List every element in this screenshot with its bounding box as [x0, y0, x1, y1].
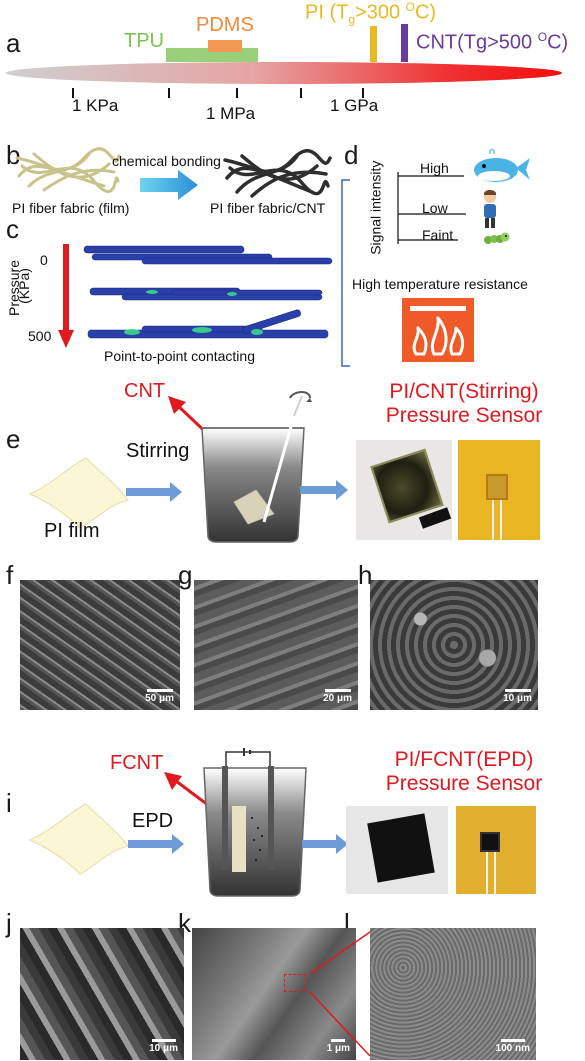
- pi-range-bar: [370, 26, 377, 62]
- sensor-wire: [492, 500, 494, 540]
- panel-d-bracket: [341, 179, 350, 367]
- zoom-connector-lines: [309, 931, 371, 1057]
- sem-image-h: 10 μm: [370, 580, 538, 710]
- pi-label: PI (Tg>300 OC): [305, 0, 437, 27]
- pi-fabric-cnt-label: PI fiber fabric/CNT: [210, 200, 326, 216]
- panel-label-h: h: [358, 560, 373, 590]
- panel-label-g: g: [178, 560, 193, 590]
- signal-level-high: High: [420, 160, 449, 176]
- pi-film-sheet-i: [28, 803, 129, 875]
- scale-bar-f: 50 μm: [145, 689, 174, 704]
- cnt-range-bar: [401, 24, 408, 62]
- pressure-value-top: 0: [40, 252, 48, 268]
- scale-tick: [236, 88, 238, 98]
- epd-sensor-title: PI/FCNT(EPD) Pressure Sensor: [385, 748, 543, 796]
- sem-image-f: 50 μm: [20, 580, 180, 710]
- pi-fiber-bundle-illustration: [15, 147, 121, 193]
- pressure-axis-title: Pressure (KPa): [6, 259, 32, 317]
- modulus-scale-bar: [6, 62, 562, 84]
- stirring-sensor-title: PI/CNT(Stirring) Pressure Sensor: [385, 380, 543, 428]
- panel-label-c: c: [6, 214, 19, 244]
- scale-tick: [300, 88, 302, 98]
- result-arrow-i: [302, 834, 348, 854]
- stirring-label: Stirring: [126, 440, 190, 462]
- stirring-sensor-photo: [356, 440, 452, 540]
- panel-label-l: l: [344, 908, 350, 938]
- epd-beaker-illustration: [203, 748, 307, 897]
- sensor-wire: [494, 852, 496, 894]
- sensor-wire: [486, 852, 488, 894]
- scale-bar-l: 100 nm: [496, 1039, 530, 1054]
- epd-sensor-device-photo: [456, 806, 536, 894]
- point-contact-caption: Point-to-point contacting: [104, 348, 255, 364]
- high-temp-caption: High temperature resistance: [352, 276, 528, 292]
- scale-bar-k: 1 μm: [327, 1039, 350, 1054]
- panel-label-e: e: [6, 424, 21, 454]
- panel-label-a: a: [6, 28, 21, 58]
- cnt-label-e: CNT: [124, 380, 166, 402]
- stirring-sensor-device-photo: [458, 440, 540, 540]
- scale-tick: [168, 88, 170, 98]
- sem-image-j: 10 μm: [20, 928, 184, 1060]
- epd-arrow: [128, 834, 184, 854]
- panel-label-i: i: [6, 788, 12, 818]
- fcnt-coated-film: [367, 813, 435, 883]
- scale-bar-h: 10 μm: [503, 689, 532, 704]
- person-icon: [484, 190, 496, 228]
- panel-label-b: b: [6, 140, 21, 170]
- pressure-value-bottom: 500: [28, 328, 52, 344]
- scale-tick: [362, 88, 364, 98]
- epd-sensor-photo: [346, 806, 448, 894]
- tpu-label: TPU: [124, 30, 164, 52]
- scale-bar-j: 10 μm: [149, 1039, 178, 1054]
- pi-film-sheet-e: [28, 457, 129, 529]
- scale-bar-g: 20 μm: [323, 689, 352, 704]
- signal-intensity-axis-title: Signal intensity: [367, 160, 384, 255]
- stirring-beaker-illustration: [201, 391, 312, 543]
- pdms-range-bar: [208, 40, 242, 52]
- panel-label-f: f: [6, 560, 14, 590]
- pi-fabric-film-label: PI fiber fabric (film): [12, 200, 130, 216]
- caterpillar-icon: [484, 232, 510, 244]
- chemical-bonding-label: chemical bonding: [112, 153, 221, 169]
- panel-label-d: d: [344, 140, 359, 170]
- pi-film-label-e: PI film: [44, 520, 100, 542]
- signal-level-diagram: [397, 172, 466, 244]
- signal-level-low: Low: [422, 200, 448, 216]
- signal-level-faint: Faint: [422, 227, 454, 243]
- tick-label-kpa: 1 KPa: [72, 96, 119, 115]
- sensor-electrode: [480, 832, 500, 852]
- fire-resistance-icon: [402, 298, 474, 362]
- sem-image-l: 100 nm: [370, 928, 536, 1060]
- stirring-arrow: [126, 482, 182, 502]
- chemical-bonding-arrow: [140, 170, 198, 200]
- sensor-electrode: [486, 474, 508, 500]
- panel-label-j: j: [6, 908, 12, 938]
- pressure-arrow: [58, 244, 74, 348]
- sem-image-k: 1 μm: [192, 928, 356, 1060]
- whale-icon: [474, 148, 530, 182]
- tick-label-mpa: 1 MPa: [206, 104, 256, 123]
- zoom-region-box: [284, 974, 306, 992]
- pdms-label: PDMS: [196, 14, 254, 36]
- scale-tick: [72, 88, 74, 98]
- fiber-compression-illustration: [83, 245, 333, 339]
- sem-image-g: 20 μm: [194, 580, 358, 710]
- result-arrow-e: [300, 480, 348, 500]
- fcnt-label: FCNT: [110, 752, 164, 774]
- sensor-wire: [500, 500, 502, 540]
- tick-label-gpa: 1 GPa: [330, 96, 379, 115]
- epd-label: EPD: [132, 810, 174, 832]
- cnt-fiber-bundle-illustration: [223, 149, 332, 198]
- cnt-label: CNT(Tg>500 OC): [416, 30, 569, 54]
